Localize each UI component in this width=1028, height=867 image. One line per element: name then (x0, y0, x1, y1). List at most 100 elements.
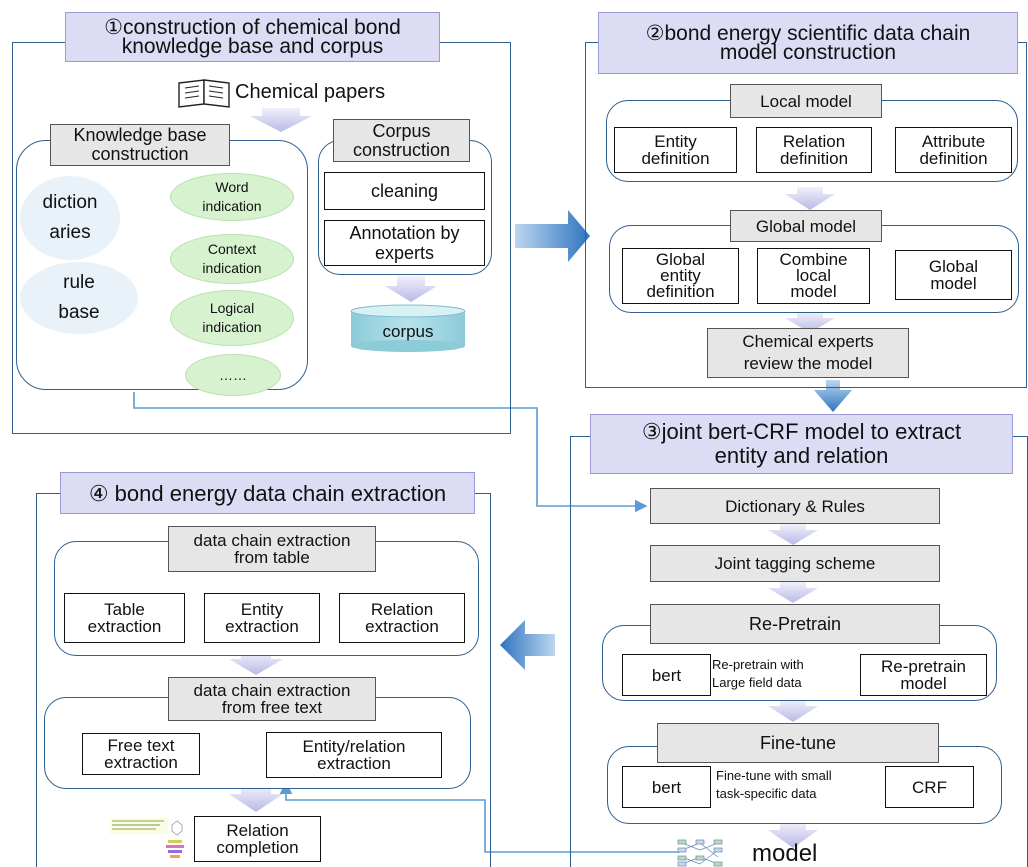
section1-title-line2: knowledge base and corpus (121, 35, 384, 58)
logical-indication-line1: Logical (209, 300, 255, 316)
free-text-extraction-box: Free text extraction (82, 733, 200, 775)
global-model-box-line1: Global (928, 257, 979, 276)
table-title-line2: from table (234, 548, 310, 567)
combine-line3: model (790, 282, 837, 301)
relation-completion-box: Relation completion (194, 816, 321, 862)
context-indication-oval: Context indication (170, 234, 294, 284)
table-title-line1: data chain extraction (193, 531, 351, 550)
annotation-line1: Annotation by (349, 223, 460, 243)
word-indication-line2: indication (202, 198, 262, 214)
relation-definition-box: Relation definition (756, 127, 872, 173)
crf-box: CRF (885, 766, 974, 808)
repretrain-edge-line1: Re-pretrain with (712, 657, 804, 672)
entity-relation-extraction-box: Entity/relation extraction (266, 732, 442, 778)
repretrain-model-line1: Re-pretrain (880, 657, 967, 676)
dictionaries-line1: diction (42, 192, 98, 213)
arrow-corpus-down (385, 276, 437, 302)
repretrain-model-line2: model (900, 674, 947, 693)
annotation-box: Annotation by experts (324, 220, 485, 266)
relation-extraction-box: Relation extraction (339, 593, 465, 643)
corpus-title: Corpus construction (333, 119, 470, 162)
section3-title-line1: ③joint bert-CRF model to extract (641, 419, 962, 444)
section1-title: ①construction of chemical bond knowledge… (65, 12, 440, 62)
relation-completion-line1: Relation (226, 821, 289, 840)
context-indication-line2: indication (202, 260, 262, 276)
network-thumbnail-icon (677, 839, 723, 867)
global-entity-line3: definition (646, 282, 715, 301)
logical-indication-line2: indication (202, 319, 262, 335)
arrow-table-free (229, 652, 283, 675)
relation-extraction-line1: Relation (370, 600, 434, 619)
finetune-edge-line2: task-specific data (716, 786, 817, 801)
relation-def-line1: Relation (782, 132, 846, 151)
rulebase-line2: base (58, 302, 100, 323)
kb-title-line2: construction (91, 144, 189, 164)
dictionaries-line2: aries (49, 222, 91, 243)
table-extraction-title: data chain extraction from table (168, 526, 376, 572)
model-label: model (752, 840, 818, 867)
repretrain-edge-label: Re-pretrain with Large field data (712, 658, 862, 690)
corpus-label: corpus (382, 322, 434, 341)
global-model-box-line2: model (930, 274, 977, 293)
entity-relation-line1: Entity/relation (302, 737, 406, 756)
combine-line2: local (796, 266, 831, 285)
table-extraction-line1: Table (104, 600, 145, 619)
entity-relation-line2: extraction (317, 754, 391, 773)
repretrain-model-box: Re-pretrain model (860, 654, 987, 696)
joint-tagging-box: Joint tagging scheme (650, 545, 940, 582)
word-indication-line1: Word (215, 179, 249, 195)
section1-title-line1: ①construction of chemical bond (104, 16, 401, 39)
global-entity-definition-box: Global entity definition (622, 248, 739, 304)
review-line2: review the model (743, 354, 873, 373)
table-extraction-line2: extraction (87, 617, 162, 636)
flow-arrow-1-to-2 (515, 210, 590, 262)
bert-box-2: bert (622, 766, 711, 808)
free-title-line2: from free text (221, 698, 323, 717)
entity-extraction-line1: Entity (240, 600, 284, 619)
entity-def-line2: definition (641, 149, 710, 168)
knowledge-base-title: Knowledge base construction (50, 124, 230, 166)
arrow-papers-down (250, 108, 312, 132)
attribute-definition-box: Attribute definition (895, 127, 1012, 173)
context-indication-line1: Context (207, 241, 257, 257)
kb-title-line1: Knowledge base (73, 125, 207, 145)
word-indication-oval: Word indication (170, 173, 294, 221)
book-icon (178, 79, 230, 108)
logical-indication-oval: Logical indication (170, 290, 294, 346)
section2-title-line2: model construction (719, 41, 897, 64)
section2-title: ②bond energy scientific data chain model… (598, 12, 1018, 74)
document-thumbnail-icon (110, 818, 184, 858)
combine-local-model-box: Combine local model (757, 248, 870, 304)
global-entity-line2: entity (660, 266, 701, 285)
entity-extraction-box: Entity extraction (204, 593, 320, 643)
connector-model-relation (279, 781, 680, 853)
entity-extraction-line2: extraction (225, 617, 299, 636)
arrow-local-global (785, 187, 835, 210)
expert-review-box: Chemical experts review the model (707, 328, 909, 378)
entity-def-line1: Entity (654, 132, 697, 151)
free-title-line1: data chain extraction (193, 681, 351, 700)
combine-line1: Combine (779, 250, 848, 269)
arrow-finetune-model (768, 822, 818, 848)
flow-arrow-3-to-4 (500, 620, 555, 670)
finetune-title: Fine-tune (657, 723, 939, 763)
bert-box-1: bert (622, 654, 711, 696)
connector-rulebase-dictionary (133, 392, 648, 513)
free-text-line2: extraction (104, 753, 178, 772)
chemical-papers-label: Chemical papers (235, 81, 386, 103)
free-text-extraction-title: data chain extraction from free text (168, 677, 376, 721)
more-indication-label: …… (219, 366, 247, 383)
section3-title-line2: entity and relation (714, 443, 889, 468)
repretrain-edge-line2: Large field data (712, 675, 802, 690)
relation-completion-line2: completion (216, 838, 299, 857)
arrow-global-review (785, 312, 835, 333)
relation-extraction-line2: extraction (365, 617, 439, 636)
free-text-line1: Free text (107, 736, 175, 755)
corpus-title-line1: Corpus (372, 120, 431, 141)
dictionary-rules-box: Dictionary & Rules (650, 488, 940, 524)
rulebase-oval: rule base (20, 262, 138, 334)
arrow-free-completion (229, 786, 283, 812)
attribute-def-line1: Attribute (921, 132, 986, 151)
section3-title: ③joint bert-CRF model to extract entity … (590, 414, 1013, 474)
global-entity-line1: Global (655, 250, 706, 269)
